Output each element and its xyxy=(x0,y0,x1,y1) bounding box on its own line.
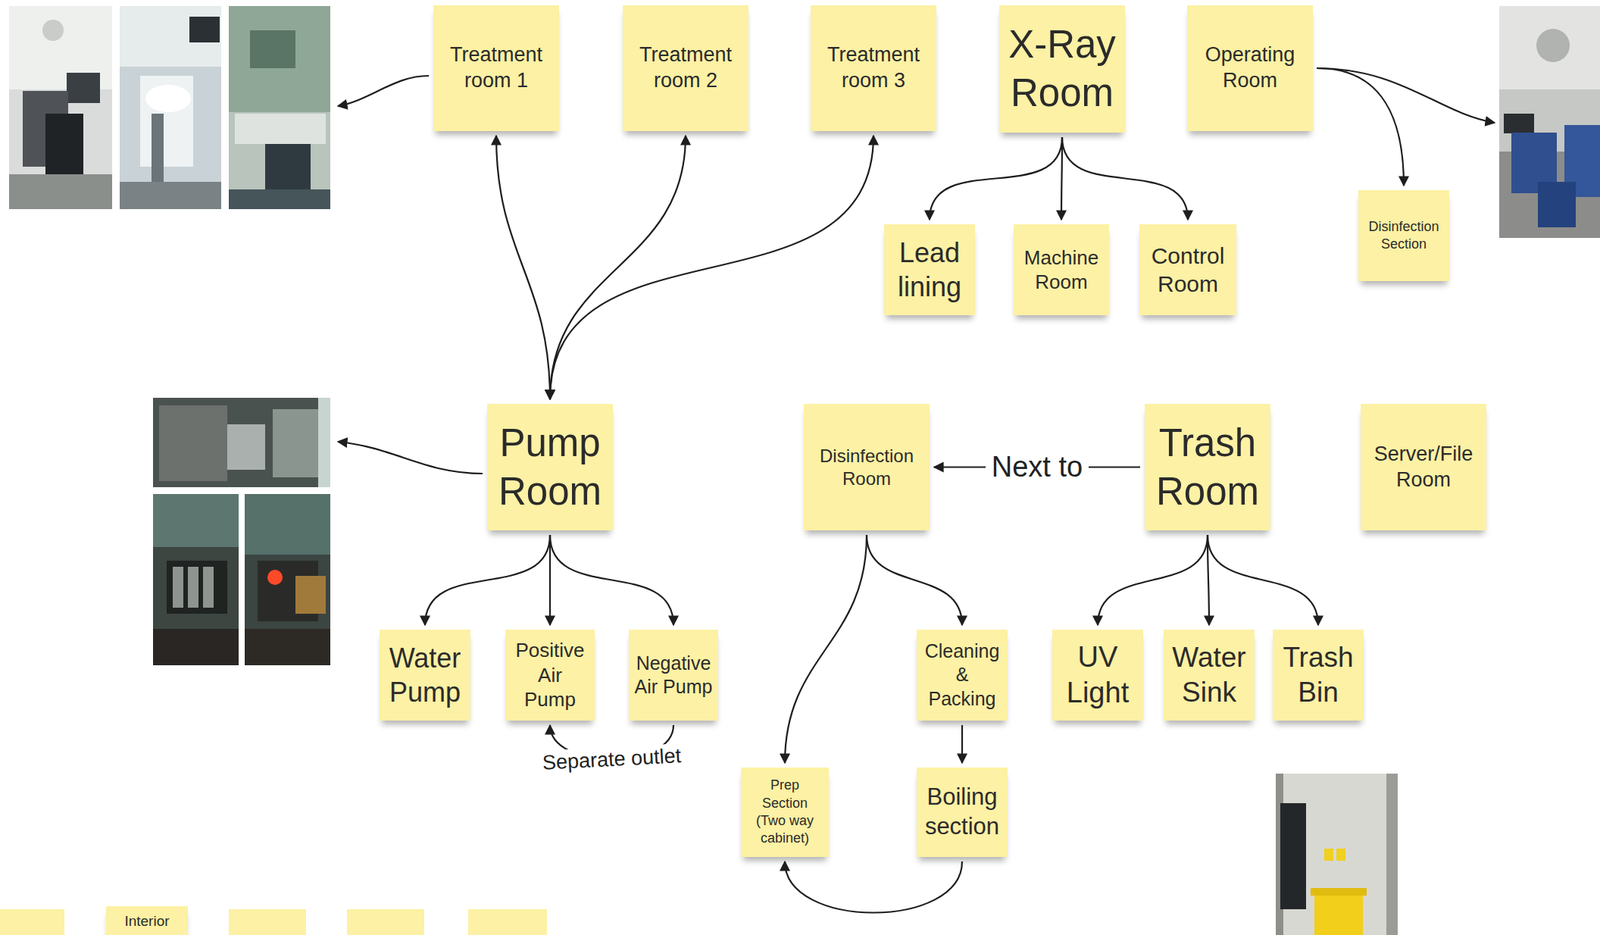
sticky-note-stub xyxy=(468,909,547,935)
note-text: Server/File Room xyxy=(1365,441,1482,494)
sticky-note: Control Room xyxy=(1139,224,1237,316)
sticky-note: Water Sink xyxy=(1163,629,1255,721)
sticky-note: Interior xyxy=(106,906,188,935)
photo xyxy=(1275,773,1398,935)
connector-arrow xyxy=(1061,137,1063,220)
connector-arrow xyxy=(425,534,550,625)
note-text: Negative Air Pump xyxy=(634,651,713,700)
sticky-note-stub xyxy=(346,909,425,935)
photo xyxy=(244,493,331,666)
connector-arrow xyxy=(550,135,686,400)
note-text: Lead lining xyxy=(889,235,970,304)
note-text: Disinfection Room xyxy=(809,444,925,491)
note-text: Disinfection Section xyxy=(1363,218,1444,254)
sticky-note-stub xyxy=(0,909,65,935)
sticky-note: UV Light xyxy=(1052,629,1144,721)
sticky-note: Water Pump xyxy=(379,629,471,721)
connector-arrow xyxy=(784,861,963,913)
sticky-note: Positive Air Pump xyxy=(505,629,595,721)
note-text: Water Sink xyxy=(1168,640,1250,711)
sticky-note: Lead lining xyxy=(884,224,975,316)
note-text: X-Ray Room xyxy=(1004,20,1120,118)
connector-arrow xyxy=(550,135,874,400)
sticky-note: Treatment room 2 xyxy=(622,5,749,132)
note-text: Machine Room xyxy=(1018,245,1104,295)
connector-arrow xyxy=(1207,534,1319,625)
pointer-arrow xyxy=(1316,68,1495,123)
note-text: Treatment room 2 xyxy=(628,42,744,94)
note-text: Treatment room 3 xyxy=(815,42,932,94)
sticky-note: Cleaning & Packing xyxy=(916,629,1008,721)
sticky-note: Server/File Room xyxy=(1360,403,1487,531)
photo xyxy=(9,6,113,210)
connector-arrow xyxy=(866,534,963,625)
connector-arrow xyxy=(550,534,674,625)
connector-arrow xyxy=(1097,534,1208,625)
note-text: Prep Section (Two way cabinet) xyxy=(746,776,824,848)
note-text: Cleaning & Packing xyxy=(921,639,1003,711)
photo xyxy=(228,6,331,210)
photo xyxy=(1499,6,1600,238)
photo xyxy=(153,397,331,488)
photo xyxy=(153,493,239,666)
edge-label: Separate outlet xyxy=(535,743,688,776)
note-text: Water Pump xyxy=(384,640,466,710)
connector-arrow xyxy=(1062,137,1188,220)
note-text: UV Light xyxy=(1057,639,1138,712)
note-text: Interior xyxy=(111,912,183,932)
note-text: Pump Room xyxy=(492,418,608,516)
photo xyxy=(119,6,222,210)
sticky-note: Prep Section (Two way cabinet) xyxy=(740,767,829,857)
note-text: Trash Room xyxy=(1150,418,1266,516)
note-text: Trash Bin xyxy=(1278,640,1359,711)
sticky-note-stub xyxy=(228,909,307,935)
sticky-note: Pump Room xyxy=(487,403,613,531)
sticky-note: Disinfection Room xyxy=(803,403,930,531)
connector-arrow xyxy=(1317,68,1404,186)
note-text: Boiling section xyxy=(921,782,1003,842)
note-text: Treatment room 1 xyxy=(438,42,554,94)
connector-arrow xyxy=(961,725,963,763)
connector-arrow xyxy=(496,135,550,400)
sticky-note: Boiling section xyxy=(916,767,1008,857)
connector-arrow xyxy=(784,534,867,763)
sticky-note: Treatment room 3 xyxy=(810,5,937,132)
sticky-note: Machine Room xyxy=(1013,224,1110,316)
note-text: Control Room xyxy=(1144,241,1232,299)
sticky-note: Disinfection Section xyxy=(1358,190,1450,282)
sticky-note: Trash Room xyxy=(1144,403,1271,531)
note-text: Positive Air Pump xyxy=(510,637,590,713)
sticky-note: Trash Bin xyxy=(1272,629,1364,721)
sticky-note: Treatment room 1 xyxy=(433,5,560,132)
connector-arrow xyxy=(549,534,551,625)
connector-arrow xyxy=(929,137,1063,220)
sticky-note: X-Ray Room xyxy=(999,5,1125,133)
sticky-note: Operating Room xyxy=(1187,5,1313,132)
edge-label: Next to xyxy=(985,450,1089,485)
note-text: Operating Room xyxy=(1192,42,1308,94)
pointer-arrow xyxy=(337,441,483,474)
sticky-note: Negative Air Pump xyxy=(628,629,719,721)
pointer-arrow xyxy=(337,75,429,107)
